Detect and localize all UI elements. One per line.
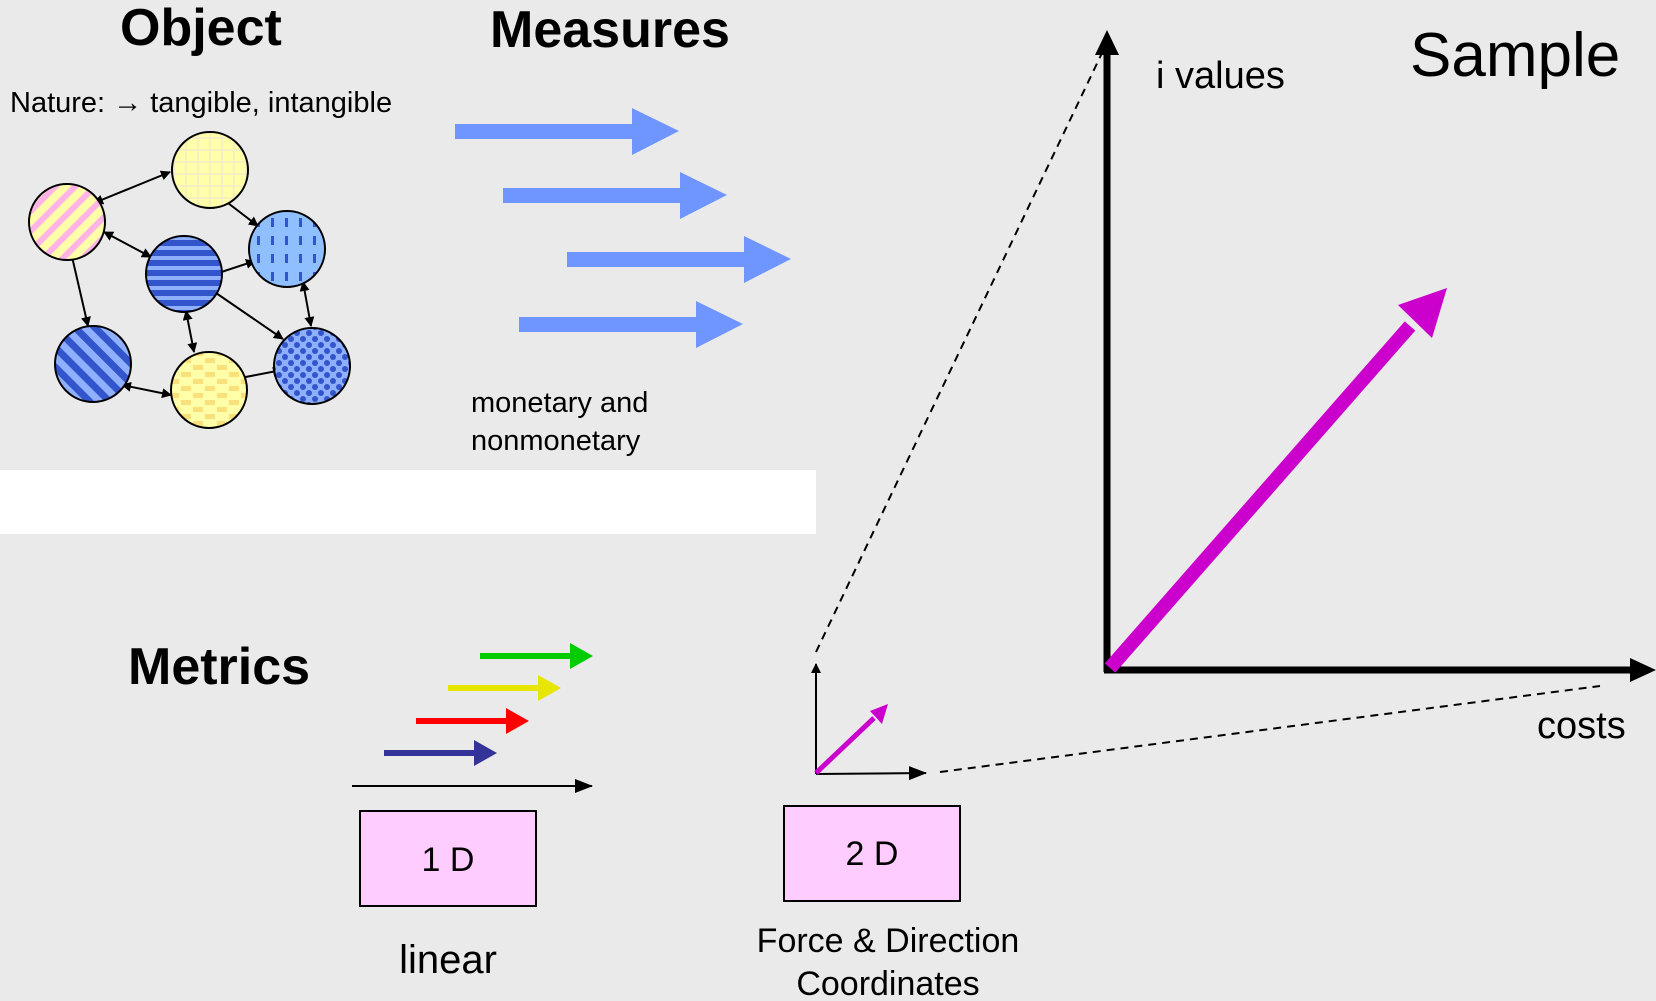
sample-vector-head (1398, 288, 1447, 338)
box-1d-label: 1 D (422, 841, 475, 879)
network-link (67, 247, 91, 327)
network-link (182, 310, 198, 353)
caption-2d-line1: Force & Direction (757, 922, 1020, 960)
node-yellow-brick (170, 351, 248, 429)
node-pink-diagonal (28, 183, 106, 261)
metric-arrow-blue (384, 740, 497, 766)
measure-arrow (503, 172, 727, 219)
y-axis-label: i values (1156, 55, 1285, 97)
network-link (103, 231, 152, 258)
nature-label: Nature: → tangible, intangible (10, 87, 392, 119)
metric-2d-vector (814, 716, 876, 775)
sample-vector (1104, 288, 1447, 673)
box-2d: 2 D (783, 805, 961, 902)
measures-heading: Measures (490, 1, 730, 59)
caption-2d-line2: Coordinates (796, 965, 979, 1001)
metric-2d-vector-head (870, 704, 888, 724)
object-heading: Object (120, 0, 282, 57)
metrics-heading: Metrics (128, 638, 310, 696)
node-blue-dashes (248, 210, 326, 288)
measure-arrow (455, 108, 679, 155)
network-link (299, 281, 315, 327)
metric-2d-axes (811, 663, 927, 781)
network-link (121, 381, 172, 399)
sample-axes (1095, 30, 1656, 682)
white-band (0, 470, 816, 534)
x-axis-label: costs (1537, 705, 1626, 747)
measures-note-line2: nonmonetary (471, 425, 641, 457)
node-yellow-grid (171, 131, 249, 209)
metric-arrow-red (416, 708, 529, 734)
measure-arrow (567, 236, 791, 283)
box-1d: 1 D (359, 810, 537, 907)
sample-heading: Sample (1410, 21, 1620, 90)
object-network (28, 131, 351, 429)
zoom-line-bottom (939, 685, 1601, 773)
measure-arrows (455, 108, 791, 348)
box-2d-label: 2 D (846, 835, 899, 873)
node-blue-diagonal (54, 325, 132, 403)
caption-linear: linear (399, 938, 497, 982)
node-blue-horizontal (145, 235, 223, 313)
measure-arrow (519, 301, 743, 348)
zoom-line-top (815, 52, 1103, 653)
metric-arrow-green (480, 643, 593, 669)
node-blue-dots (273, 327, 351, 405)
metric-arrow-yellow (448, 675, 561, 701)
metric-colored-arrows (384, 643, 593, 766)
sample-x-axis-head (1630, 658, 1656, 682)
measures-note-line1: monetary and (471, 387, 648, 419)
network-link (93, 170, 171, 205)
sample-y-axis-head (1095, 30, 1119, 55)
